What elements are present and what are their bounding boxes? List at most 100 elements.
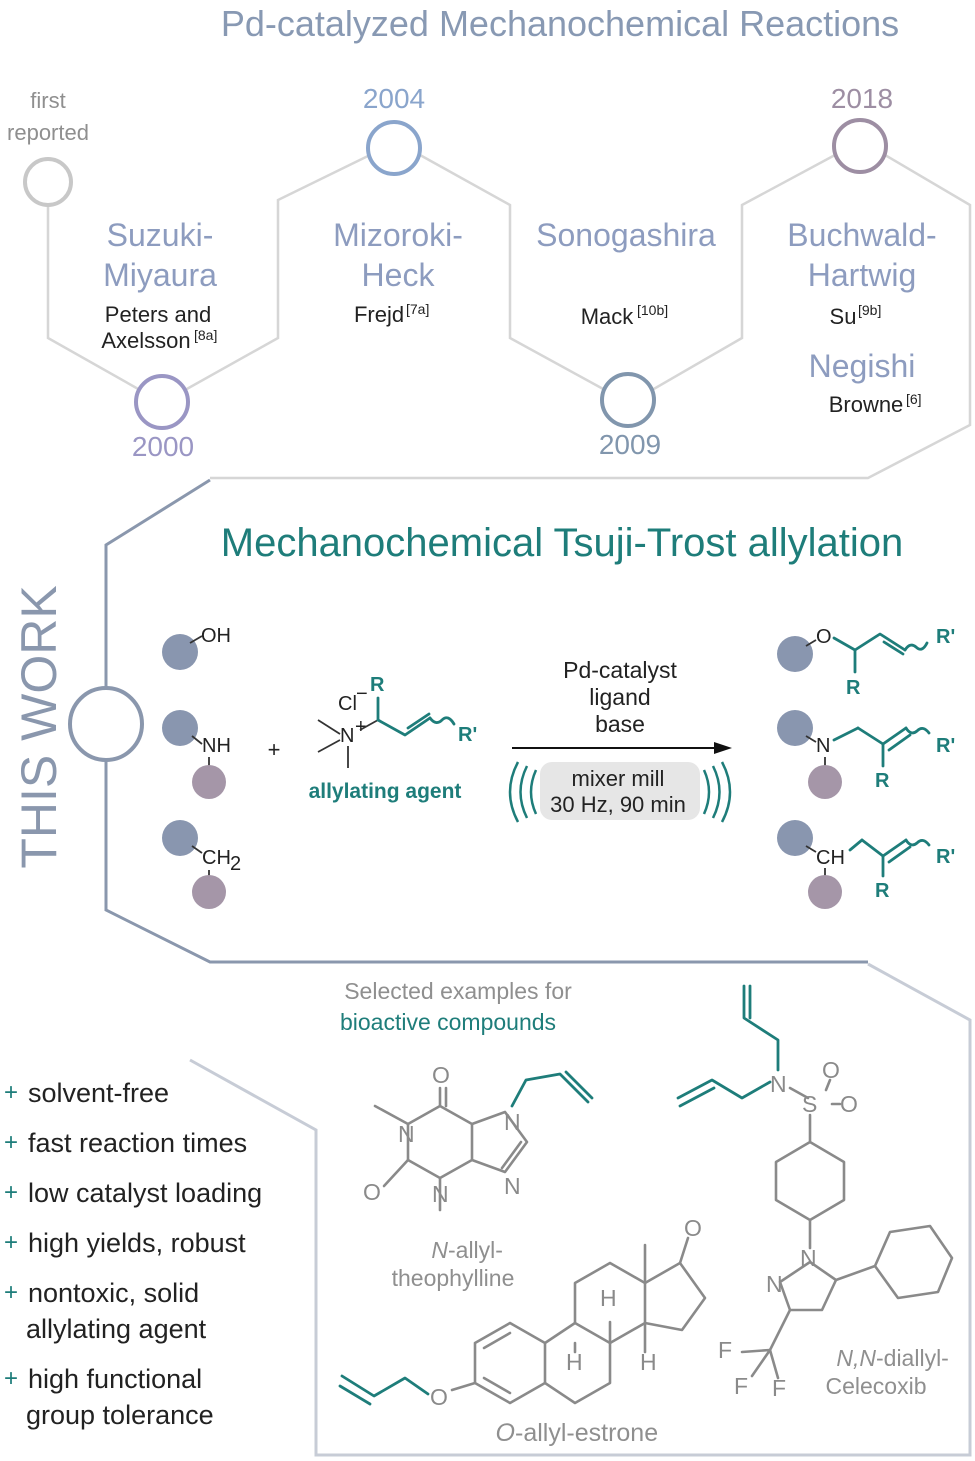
substrate-amine: NH [162, 710, 231, 799]
product-amine: N R R' [777, 710, 955, 799]
svg-text:F: F [718, 1337, 732, 1363]
molecule-allyl-theophylline: O N O N N N N -allyl- theophylline [363, 1062, 594, 1291]
svg-text:base: base [595, 711, 645, 737]
svg-text:fast reaction times: fast reaction times [28, 1128, 247, 1158]
svg-text:N: N [504, 1173, 521, 1199]
sonogashira-ref: Mack [581, 304, 635, 329]
svg-text:N: N [766, 1271, 783, 1297]
svg-text:+: + [4, 1129, 18, 1156]
svg-text:F: F [772, 1375, 786, 1401]
svg-text:N: N [770, 1071, 787, 1097]
svg-text:O: O [363, 1179, 381, 1205]
this-work-label: THIS WORK [11, 585, 67, 868]
timeline-track [46, 153, 972, 480]
buchwald-cite: [9b] [858, 302, 881, 318]
svg-text:-diallyl-: -diallyl- [876, 1345, 949, 1371]
product-carbon: CH R R' [777, 820, 955, 909]
svg-text:−: − [356, 683, 368, 705]
this-work-node [68, 686, 144, 762]
svg-text:low catalyst loading: low catalyst loading [28, 1178, 262, 1208]
examples-heading-1: Selected examples for [344, 978, 572, 1004]
negishi-ref: Browne [829, 392, 904, 417]
svg-text:R: R [875, 880, 890, 902]
this-work-title: Mechanochemical Tsuji-Trost allylation [221, 521, 904, 565]
svg-text:high functional: high functional [28, 1364, 202, 1394]
svg-text:H: H [640, 1349, 657, 1375]
negishi-cite: [6] [906, 391, 922, 407]
svg-text:R: R [846, 677, 861, 699]
svg-text:Cl: Cl [338, 693, 357, 715]
allylating-agent-label: allylating agent [309, 780, 462, 803]
year-2018: 2018 [831, 83, 893, 114]
reaction-sonogashira: Sonogashira [536, 217, 716, 253]
svg-text:ligand: ligand [589, 684, 650, 710]
svg-text:O: O [432, 1062, 450, 1088]
first-label-2: reported [7, 120, 89, 145]
examples-heading-2: bioactive compounds [340, 1009, 556, 1035]
node-2018 [832, 118, 888, 174]
reaction-heck-1: Mizoroki- [333, 217, 463, 253]
svg-text:R': R' [936, 626, 955, 648]
svg-text:30 Hz, 90 min: 30 Hz, 90 min [550, 792, 686, 817]
suzuki-ref-1: Peters and [105, 302, 211, 327]
svg-text:mixer mill: mixer mill [572, 766, 665, 791]
suzuki-cite: [8a] [194, 327, 217, 343]
year-2000: 2000 [132, 431, 194, 462]
svg-text:+: + [4, 1079, 18, 1106]
svg-text:N: N [504, 1109, 521, 1135]
sonogashira-cite: [10b] [637, 302, 668, 318]
substrate-methylene: CH 2 [162, 820, 241, 909]
reaction-buchwald-2: Hartwig [808, 257, 916, 293]
molecule-diallyl-celecoxib: N S O O N N F F F N,N -diallyl- Celecoxi… [676, 984, 954, 1401]
conditions: Pd-catalyst ligand base mixer mill 30 Hz… [508, 657, 732, 823]
svg-text:theophylline: theophylline [392, 1265, 515, 1291]
svg-text:+: + [4, 1365, 18, 1392]
allylating-agent: Cl − N + R R' allylating agent [309, 674, 478, 803]
reaction-suzuki-2: Miyaura [103, 257, 217, 293]
svg-text:R: R [875, 770, 890, 792]
substrate-alcohol: OH [162, 625, 231, 670]
svg-text:N: N [431, 1237, 448, 1263]
svg-text:O: O [816, 626, 832, 648]
svg-text:R: R [370, 674, 385, 696]
product-ether: O R R' [777, 626, 955, 699]
buchwald-ref: Su [830, 304, 857, 329]
molecule-allyl-estrone: O O H H H O -allyl-estrone [338, 1215, 707, 1447]
svg-text:N,N: N,N [836, 1345, 876, 1371]
svg-text:allylating agent: allylating agent [26, 1314, 207, 1344]
svg-text:Pd-catalyst: Pd-catalyst [563, 657, 677, 683]
svg-text:O: O [496, 1419, 515, 1447]
svg-text:+: + [355, 716, 367, 738]
timeline-nodes [23, 118, 888, 430]
reaction-buchwald-1: Buchwald- [787, 217, 936, 253]
first-label-1: first [30, 88, 65, 113]
svg-text:R': R' [936, 735, 955, 757]
svg-text:H: H [600, 1285, 617, 1311]
node-2000 [134, 374, 190, 430]
reaction-suzuki-1: Suzuki- [107, 217, 214, 253]
node-2004 [366, 120, 422, 176]
node-first-reported [23, 157, 73, 207]
reaction-negishi: Negishi [809, 348, 916, 384]
svg-text:N: N [432, 1181, 449, 1207]
svg-text:CH: CH [816, 847, 845, 869]
year-2009: 2009 [599, 429, 661, 460]
plus-sign: + [268, 737, 281, 762]
svg-text:+: + [4, 1179, 18, 1206]
svg-text:N: N [800, 1245, 817, 1271]
svg-text:N: N [340, 725, 354, 747]
svg-text:O: O [822, 1057, 840, 1083]
svg-text:F: F [734, 1373, 748, 1399]
svg-text:2: 2 [230, 853, 241, 875]
svg-text:CH: CH [202, 847, 231, 869]
examples-frame [189, 962, 972, 1457]
svg-text:R': R' [936, 846, 955, 868]
svg-text:high yields, robust: high yields, robust [28, 1228, 246, 1258]
svg-text:N: N [398, 1121, 415, 1147]
svg-text:O: O [684, 1215, 702, 1241]
reaction-heck-2: Heck [362, 257, 436, 293]
svg-text:R': R' [458, 724, 477, 746]
svg-text:solvent-free: solvent-free [28, 1078, 169, 1108]
heck-cite: [7a] [406, 301, 429, 317]
